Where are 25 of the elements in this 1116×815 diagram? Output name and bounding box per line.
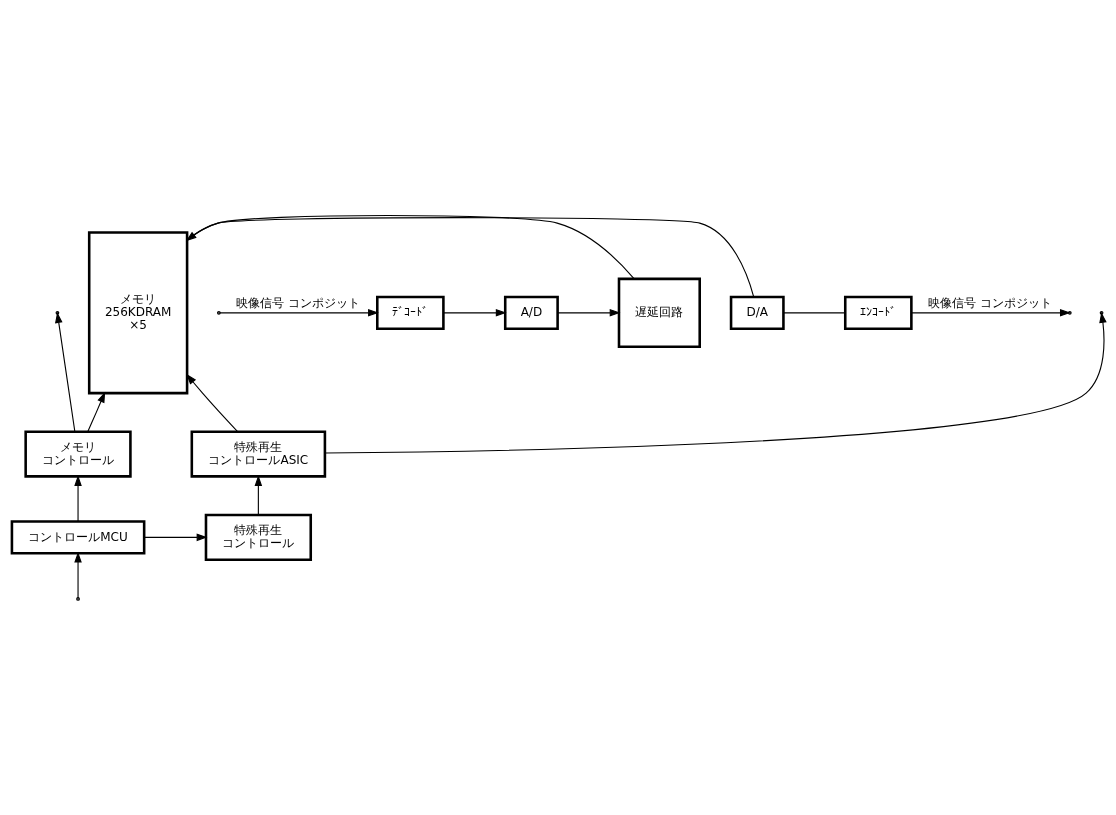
- node-box: 遅延回路: [617, 277, 701, 349]
- node-box: 特殊再生 コントロール: [204, 513, 313, 561]
- node-box: メモリ コントロール: [24, 430, 132, 478]
- arrow: [324, 312, 1107, 454]
- arrow: [557, 309, 621, 317]
- node-box: D/A: [729, 295, 785, 330]
- node-box: A/D: [503, 295, 559, 330]
- arrow: [910, 309, 1071, 317]
- arrow: [186, 373, 239, 433]
- arrow: [74, 475, 82, 522]
- node-box: ﾃﾞｺｰﾄﾞ: [376, 295, 445, 330]
- arrow: [74, 551, 82, 599]
- node-box: ｴﾝｺｰﾄﾞ: [843, 295, 913, 330]
- node-box: 特殊再生 コントロールASIC: [190, 430, 327, 478]
- node-box: メモリ 256KDRAM ×5: [87, 231, 189, 395]
- node-box: コントロールMCU: [10, 520, 146, 555]
- edge-label: 映像信号 コンポジット: [236, 295, 361, 310]
- arrow: [143, 533, 208, 542]
- arrow: [87, 391, 106, 433]
- edge-label: 映像信号 コンポジット: [928, 295, 1053, 310]
- arrow: [219, 309, 379, 317]
- arrow: [254, 475, 263, 516]
- arrow: [442, 309, 507, 317]
- arrow: [55, 312, 76, 433]
- connector: [782, 312, 846, 314]
